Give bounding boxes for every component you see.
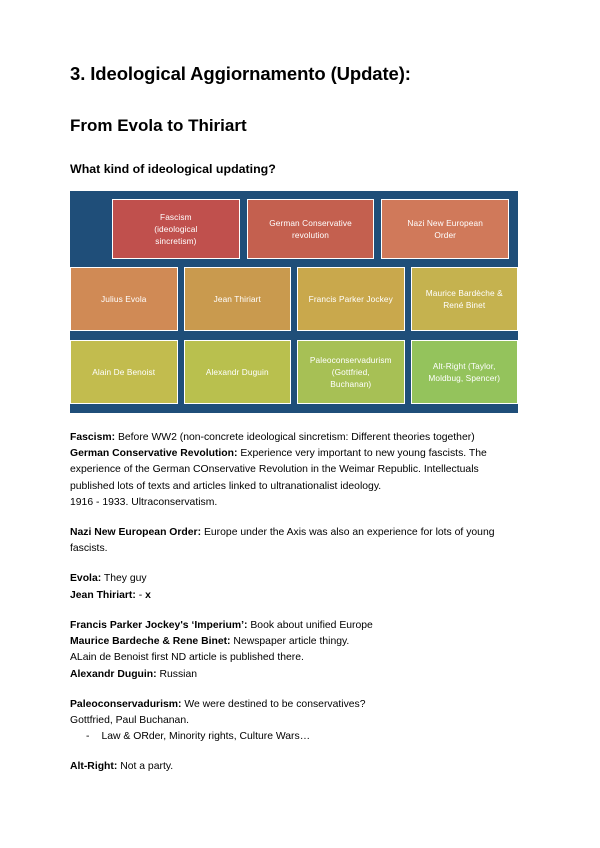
node-line: Julius Evola	[101, 293, 147, 304]
note-nazi-new-european-order: Nazi New European Order: Europe under th…	[70, 525, 520, 557]
node-line: (Gottfried,	[331, 366, 370, 377]
note-alain-de-benoist: ALain de Benoist first ND article is pub…	[70, 652, 304, 664]
note-text: Russian	[156, 668, 198, 680]
diagram-node-bardeche-binet: Maurice Bardèche & René Binet	[410, 266, 518, 331]
note-fascism: Fascism: Before WW2 (non-concrete ideolo…	[70, 430, 520, 446]
note-suffix: x	[145, 589, 151, 601]
section-question: What kind of ideological updating?	[70, 162, 276, 177]
note-text: Europe under the Axis was also an experi…	[70, 526, 495, 555]
note-german-conservative-revolution: German Conservative Revolution: Experien…	[70, 446, 520, 495]
node-line: Moldbug, Spencer)	[428, 372, 501, 383]
note-term: Maurice Bardeche & Rene Binet:	[70, 636, 231, 648]
note-francis-parker-jockey: Francis Parker Jockey's ‘Imperium’: Book…	[70, 618, 520, 634]
document-content: 3. Ideological Aggiornamento (Update): F…	[70, 62, 520, 776]
note-evola: Evola: They guy	[70, 571, 520, 587]
note-term: Paleoconservadurism:	[70, 698, 182, 710]
diagram-node-paleoconservadurism: Paleoconservadurism (Gottfried, Buchanan…	[297, 339, 405, 404]
notes-body: Fascism: Before WW2 (non-concrete ideolo…	[70, 430, 520, 776]
node-line: revolution	[292, 229, 329, 240]
note-term: Alt-Right:	[70, 761, 118, 773]
diagram-node-german-conservative-revolution: German Conservative revolution	[246, 198, 375, 259]
note-alt-right: Alt-Right: Not a party.	[70, 759, 520, 775]
diagram-node-alt-right: Alt-Right (Taylor, Moldbug, Spencer)	[410, 339, 518, 404]
node-line: Francis Parker Jockey	[308, 293, 393, 304]
diagram-bottom-edge	[70, 403, 518, 413]
ideology-diagram: Fascism (ideological sincretism) German …	[70, 190, 518, 413]
diagram-node-alain-de-benoist: Alain De Benoist	[70, 339, 178, 404]
note-term: German Conservative Revolution:	[70, 448, 238, 460]
node-line: Order	[434, 229, 457, 240]
bullet-dash: -	[86, 731, 90, 743]
note-text: Experience very important to new young f…	[70, 448, 487, 492]
node-line: Alt-Right (Taylor,	[432, 360, 496, 371]
diagram-node-jean-thiriart: Jean Thiriart	[183, 266, 291, 331]
node-line: Paleoconservadurism	[309, 354, 392, 365]
node-line: Alain De Benoist	[92, 366, 156, 377]
paragraph-spacer	[70, 745, 520, 759]
note-text: We were destined to be conservatives?	[181, 698, 366, 710]
page-title: 3. Ideological Aggiornamento (Update):	[70, 63, 411, 84]
note-text: Newspaper article thingy.	[230, 636, 350, 648]
diagram-row-thinkers: Julius Evola Jean Thiriart Francis Parke…	[70, 266, 518, 331]
node-line: Buchanan)	[330, 378, 372, 389]
page-subtitle: From Evola to Thiriart	[70, 116, 247, 136]
note-term: Fascism:	[70, 431, 116, 443]
note-jean-thiriart: Jean Thiriart: - x	[70, 588, 520, 604]
diagram-node-alexandr-duguin: Alexandr Duguin	[183, 339, 291, 404]
diagram-node-francis-parker-jockey: Francis Parker Jockey	[297, 266, 405, 331]
note-text: Not a party.	[117, 761, 174, 773]
paragraph-spacer	[70, 557, 520, 571]
note-paleoconservadurism-people: Gottfried, Paul Buchanan.	[70, 714, 189, 726]
node-line: Jean Thiriart	[213, 293, 261, 304]
diagram-row-movements: Fascism (ideological sincretism) German …	[70, 191, 518, 267]
note-term: Nazi New European Order:	[70, 526, 202, 538]
note-alexandr-duguin: Alexandr Duguin: Russian	[70, 667, 520, 683]
node-line: Fascism	[160, 211, 192, 222]
node-line: German Conservative	[269, 217, 352, 228]
diagram-node-fascism: Fascism (ideological sincretism)	[112, 198, 240, 259]
node-line: Alexandr Duguin	[205, 366, 269, 377]
diagram-node-nazi-new-european-order: Nazi New European Order	[381, 198, 510, 259]
note-term: Jean Thiriart:	[70, 589, 136, 601]
diagram-node-julius-evola: Julius Evola	[70, 266, 178, 331]
note-paleoconservadurism: Paleoconservadurism: We were destined to…	[70, 697, 520, 713]
note-text: They guy	[101, 573, 147, 585]
node-line: (ideological	[154, 223, 198, 234]
paragraph-spacer	[70, 604, 520, 618]
note-term: Alexandr Duguin:	[70, 668, 157, 680]
note-text: -	[135, 589, 146, 601]
diagram-row-successors: Alain De Benoist Alexandr Duguin Paleoco…	[70, 339, 518, 404]
paragraph-spacer	[70, 683, 520, 697]
node-line: Maurice Bardèche &	[425, 287, 503, 298]
diagram-row-divider	[70, 330, 518, 340]
node-line: sincretism)	[155, 235, 197, 246]
bullet-text: Law & ORder, Minority rights, Culture Wa…	[101, 731, 311, 743]
note-term: Francis Parker Jockey's ‘Imperium’:	[70, 619, 248, 631]
note-paleoconservadurism-bullet: -Law & ORder, Minority rights, Culture W…	[70, 729, 520, 745]
note-bardeche-binet: Maurice Bardeche & Rene Binet: Newspaper…	[70, 634, 520, 650]
note-text: Book about unified Europe	[247, 619, 373, 631]
node-line: Nazi New European	[407, 217, 483, 228]
node-line: René Binet	[443, 299, 486, 310]
note-term: Evola:	[70, 573, 102, 585]
note-text: Before WW2 (non-concrete ideological sin…	[115, 431, 475, 443]
note-gcr-dates: 1916 - 1933. Ultraconservatism.	[70, 496, 218, 508]
paragraph-spacer	[70, 511, 520, 525]
